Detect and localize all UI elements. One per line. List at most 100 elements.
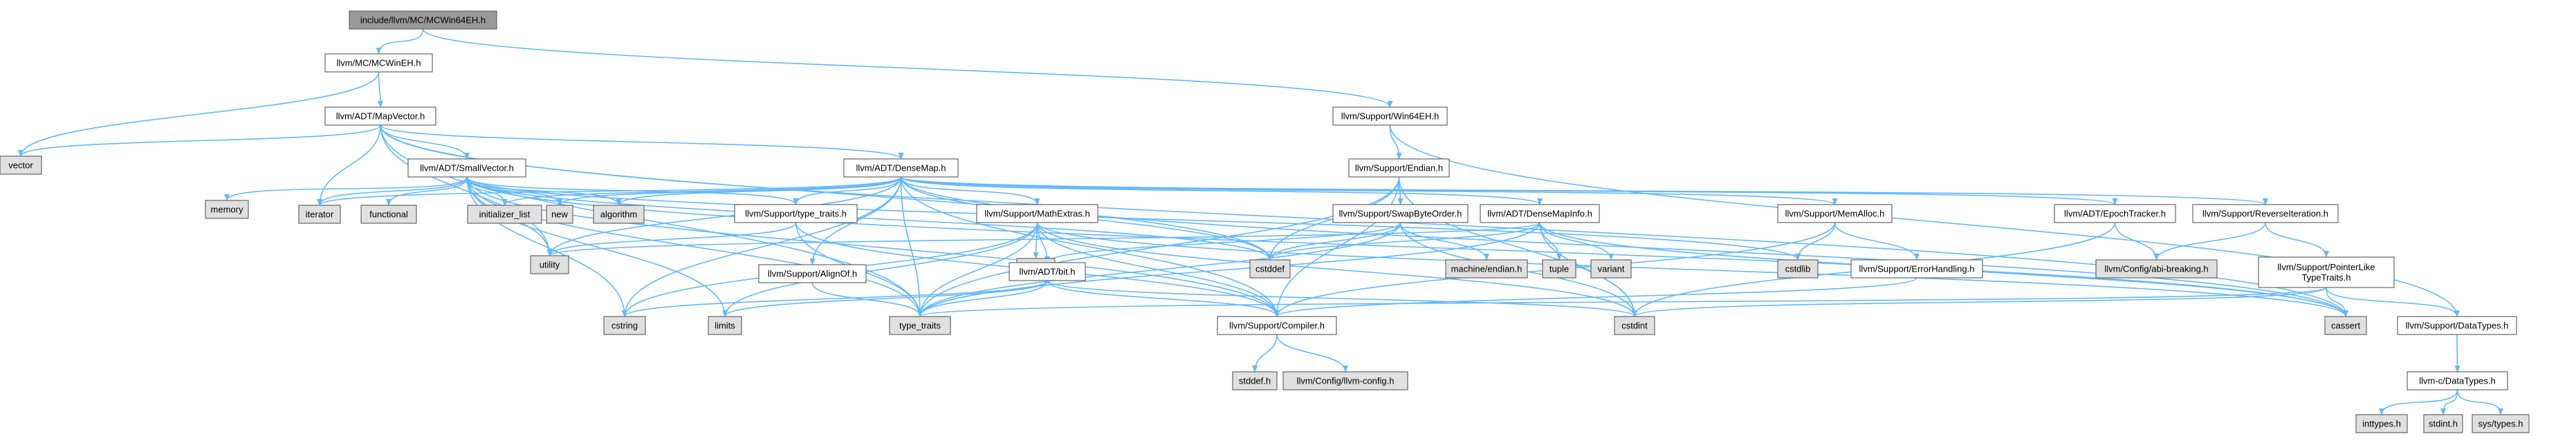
edge-densemap-to-memalloc bbox=[900, 176, 1838, 205]
node-vector: vector bbox=[0, 155, 42, 175]
edge-smallvector-to-limits bbox=[466, 176, 728, 317]
node-box bbox=[546, 205, 573, 224]
node-mathextras[interactable]: llvm/Support/MathExtras.h bbox=[976, 204, 1098, 223]
edge-smallvector-to-cstring bbox=[466, 176, 627, 317]
node-memalloc[interactable]: llvm/Support/MemAlloc.h bbox=[1777, 204, 1893, 223]
edge-densemapinfo-to-cstdint bbox=[1539, 222, 1637, 317]
node-box bbox=[1217, 316, 1337, 335]
node-box bbox=[407, 158, 526, 178]
node-cstdlib: cstdlib bbox=[1777, 259, 1819, 279]
node-datatypes[interactable]: llvm/Support/DataTypes.h bbox=[2397, 316, 2517, 335]
node-utility: utility bbox=[530, 255, 569, 274]
node-label: cstdlib bbox=[1785, 264, 1811, 274]
node-mcwineh[interactable]: llvm/MC/MCWinEH.h bbox=[324, 53, 433, 73]
node-box bbox=[0, 155, 42, 175]
node-box bbox=[467, 205, 542, 224]
node-root[interactable]: include/llvm/MC/MCWin64EH.h bbox=[349, 10, 497, 30]
edge-llvmc-datatypes-to-stdint bbox=[2440, 389, 2458, 415]
edge-densemapinfo-to-cstddef bbox=[1267, 222, 1540, 261]
node-label: stdint.h bbox=[2429, 419, 2458, 429]
node-endian[interactable]: llvm/Support/Endian.h bbox=[1348, 158, 1450, 178]
node-llvmc-datatypes[interactable]: llvm-c/DataTypes.h bbox=[2407, 371, 2508, 390]
node-label: llvm/ADT/MapVector.h bbox=[336, 111, 425, 122]
node-densemap[interactable]: llvm/ADT/DenseMap.h bbox=[843, 158, 959, 178]
edge-densemap-to-reverseiteration bbox=[900, 176, 2268, 205]
node-win64eh[interactable]: llvm/Support/Win64EH.h bbox=[1332, 106, 1448, 126]
edge-datatypes-to-llvmc-datatypes bbox=[2454, 334, 2460, 373]
node-typetraits-llvm[interactable]: llvm/Support/type_traits.h bbox=[734, 204, 858, 223]
edge-root-to-win64eh bbox=[422, 28, 1393, 108]
edge-densemapinfo-to-tuple bbox=[1539, 222, 1562, 261]
node-label: llvm/Support/PointerLike bbox=[2278, 262, 2375, 272]
edge-smallvector-to-type-traits bbox=[466, 176, 923, 317]
edge-densemap-to-typetraits-llvm bbox=[793, 176, 902, 205]
edge-typetraits-llvm-to-utility bbox=[546, 222, 797, 256]
node-label: llvm/Support/MathExtras.h bbox=[984, 209, 1089, 219]
node-box bbox=[1332, 204, 1469, 223]
node-label: cstddef bbox=[1255, 264, 1285, 274]
node-label: machine/endian.h bbox=[1451, 264, 1522, 274]
node-box bbox=[1542, 259, 1576, 279]
edge-bit-to-cstdint bbox=[1047, 280, 1637, 317]
edge-reverseiteration-to-pointerlike bbox=[2265, 222, 2329, 258]
edge-endian-to-compiler bbox=[1274, 176, 1400, 317]
node-new: new bbox=[546, 205, 573, 224]
node-box bbox=[1282, 371, 1408, 390]
node-box bbox=[2324, 316, 2367, 335]
node-label: llvm/Support/Compiler.h bbox=[1229, 321, 1325, 331]
node-label: cstdint bbox=[1621, 321, 1648, 331]
node-label: llvm/Support/ReverseIteration.h bbox=[2202, 209, 2328, 219]
edge-llvmc-datatypes-to-inttypes bbox=[2379, 389, 2458, 415]
edge-pointerlike-to-cstdint bbox=[1632, 287, 2327, 317]
node-label: utility bbox=[540, 260, 560, 270]
node-smallvector[interactable]: llvm/ADT/SmallVector.h bbox=[407, 158, 526, 178]
node-systypes: sys/types.h bbox=[2472, 414, 2530, 433]
edge-pointerlike-to-type-traits bbox=[917, 287, 2327, 317]
node-alignof[interactable]: llvm/Support/AlignOf.h bbox=[758, 264, 867, 283]
node-errorhandling[interactable]: llvm/Support/ErrorHandling.h bbox=[1850, 259, 1983, 279]
node-label: limits bbox=[715, 321, 735, 331]
edge-mapvector-to-utility bbox=[380, 124, 553, 256]
node-algorithm: algorithm bbox=[593, 205, 645, 224]
node-box bbox=[2192, 204, 2339, 223]
edge-smallvector-to-compiler bbox=[466, 176, 1280, 317]
edge-root-to-mcwineh bbox=[376, 28, 424, 55]
edge-win64eh-to-endian bbox=[1389, 124, 1402, 160]
node-box bbox=[2472, 414, 2530, 433]
node-swapbyteorder[interactable]: llvm/Support/SwapByteOrder.h bbox=[1332, 204, 1469, 223]
node-bit[interactable]: llvm/ADT/bit.h bbox=[1009, 262, 1086, 281]
edge-mathextras-to-cstdint bbox=[1036, 222, 1637, 317]
node-box bbox=[298, 205, 341, 224]
node-box bbox=[1777, 259, 1819, 279]
node-box bbox=[976, 204, 1098, 223]
node-box bbox=[708, 316, 742, 335]
node-compiler[interactable]: llvm/Support/Compiler.h bbox=[1217, 316, 1337, 335]
node-label: llvm/Support/AlignOf.h bbox=[768, 269, 857, 279]
edge-smallvector-to-functional bbox=[386, 176, 468, 206]
node-reverseiteration[interactable]: llvm/Support/ReverseIteration.h bbox=[2192, 204, 2339, 223]
node-box bbox=[843, 158, 959, 178]
node-label: llvm/Support/DataTypes.h bbox=[2406, 321, 2509, 331]
edge-densemap-to-type-traits bbox=[900, 176, 923, 317]
node-tuple: tuple bbox=[1542, 259, 1576, 279]
node-label: memory bbox=[211, 205, 243, 215]
edge-densemapinfo-to-utility bbox=[546, 222, 1540, 256]
node-label: include/llvm/MC/MCWin64EH.h bbox=[360, 15, 486, 26]
node-label: llvm/Support/ErrorHandling.h bbox=[1859, 264, 1975, 274]
node-mapvector[interactable]: llvm/ADT/MapVector.h bbox=[324, 106, 436, 126]
edge-errorhandling-to-compiler bbox=[1274, 277, 1917, 317]
edge-mathextras-to-type-traits bbox=[917, 222, 1038, 317]
edge-densemap-to-compiler bbox=[900, 176, 1280, 317]
edge-compiler-to-stddef bbox=[1252, 334, 1278, 373]
edge-compiler-to-llvmconfig bbox=[1276, 334, 1348, 373]
node-llvmconfig: llvm/Config/llvm-config.h bbox=[1282, 371, 1408, 390]
node-label: tuple bbox=[1549, 264, 1569, 274]
node-densemapinfo[interactable]: llvm/ADT/DenseMapInfo.h bbox=[1480, 204, 1600, 223]
edge-densemap-to-utility bbox=[546, 176, 902, 256]
node-epochtracker[interactable]: llvm/ADT/EpochTracker.h bbox=[2054, 204, 2176, 223]
node-box bbox=[603, 316, 646, 335]
node-label: llvm/Support/type_traits.h bbox=[745, 209, 847, 219]
edge-smallvector-to-memory bbox=[224, 176, 468, 201]
node-label: llvm/ADT/EpochTracker.h bbox=[2064, 209, 2166, 219]
